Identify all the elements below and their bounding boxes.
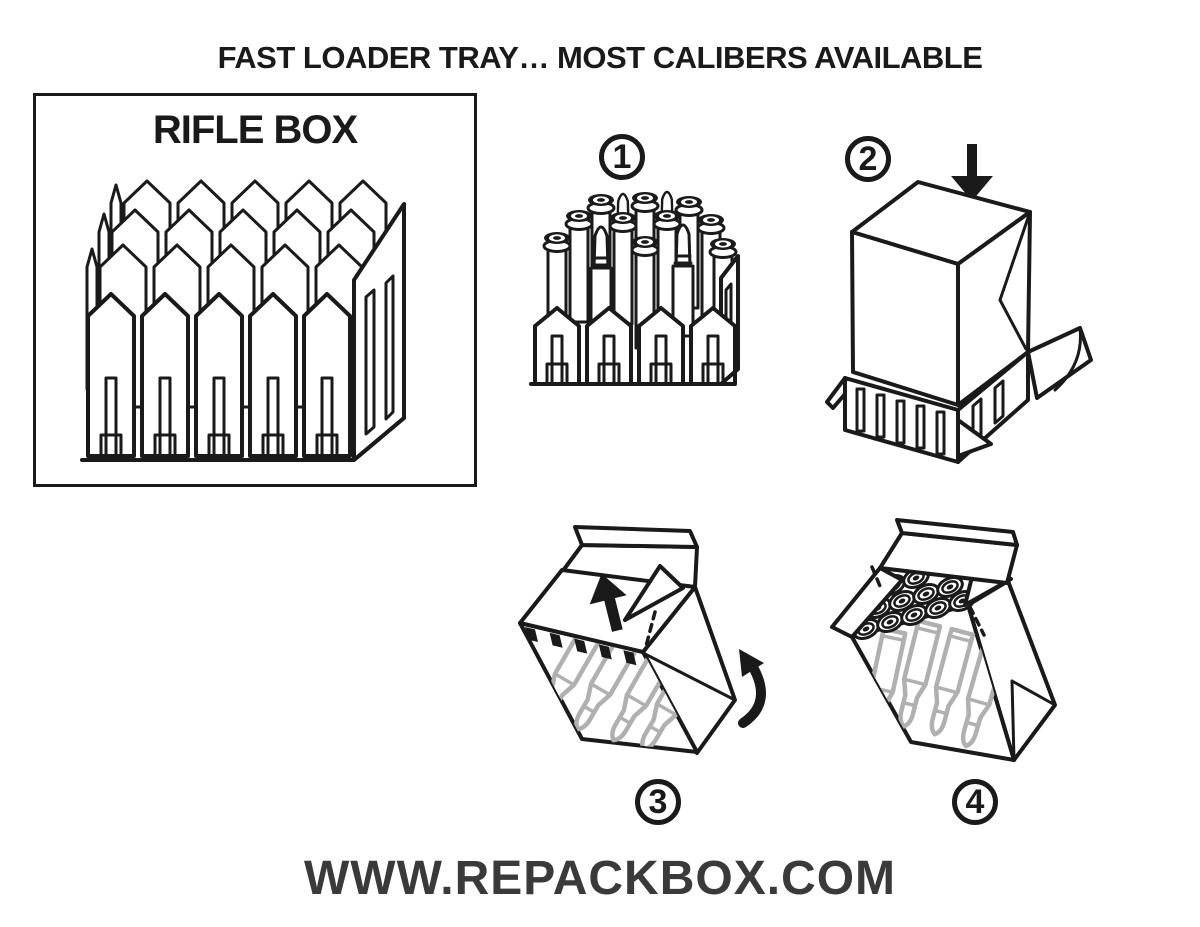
carton-over-tray xyxy=(850,180,1032,407)
down-arrow-icon xyxy=(951,144,993,201)
rifle-box-tray-illustration xyxy=(80,179,406,462)
up-arrow-icon xyxy=(589,573,627,632)
loading-tray xyxy=(529,254,740,386)
step-3-illustration xyxy=(518,525,766,755)
rifle-box-panel: RIFLE BOX xyxy=(33,93,477,487)
rotate-arrow-icon xyxy=(738,649,766,728)
rifle-box-label: RIFLE BOX xyxy=(152,108,358,152)
step-2-illustration xyxy=(825,144,1093,464)
carton-flipped xyxy=(518,564,737,755)
open-flap xyxy=(878,518,1019,585)
tray-side-wall xyxy=(352,202,406,462)
page-title: FAST LOADER TRAY… MOST CALIBERS AVAILABL… xyxy=(217,40,983,75)
step-1-badge: 1 xyxy=(599,134,645,180)
side-wing-flap xyxy=(623,564,685,622)
website-url: WWW.REPACKBOX.COM xyxy=(303,852,897,905)
step-4-illustration xyxy=(830,518,1057,762)
step-3-badge: 3 xyxy=(635,779,681,825)
step-4-badge: 4 xyxy=(952,779,998,825)
step-2-badge: 2 xyxy=(845,136,891,182)
tray-slot-marks xyxy=(525,627,637,666)
tray-divider-row-front xyxy=(86,292,352,458)
carton-with-cartridges xyxy=(830,518,1057,762)
left-wing-flap xyxy=(830,566,904,639)
step-1-illustration xyxy=(529,190,740,386)
tray-base xyxy=(80,416,406,462)
tray-base-under-box xyxy=(825,326,1093,464)
